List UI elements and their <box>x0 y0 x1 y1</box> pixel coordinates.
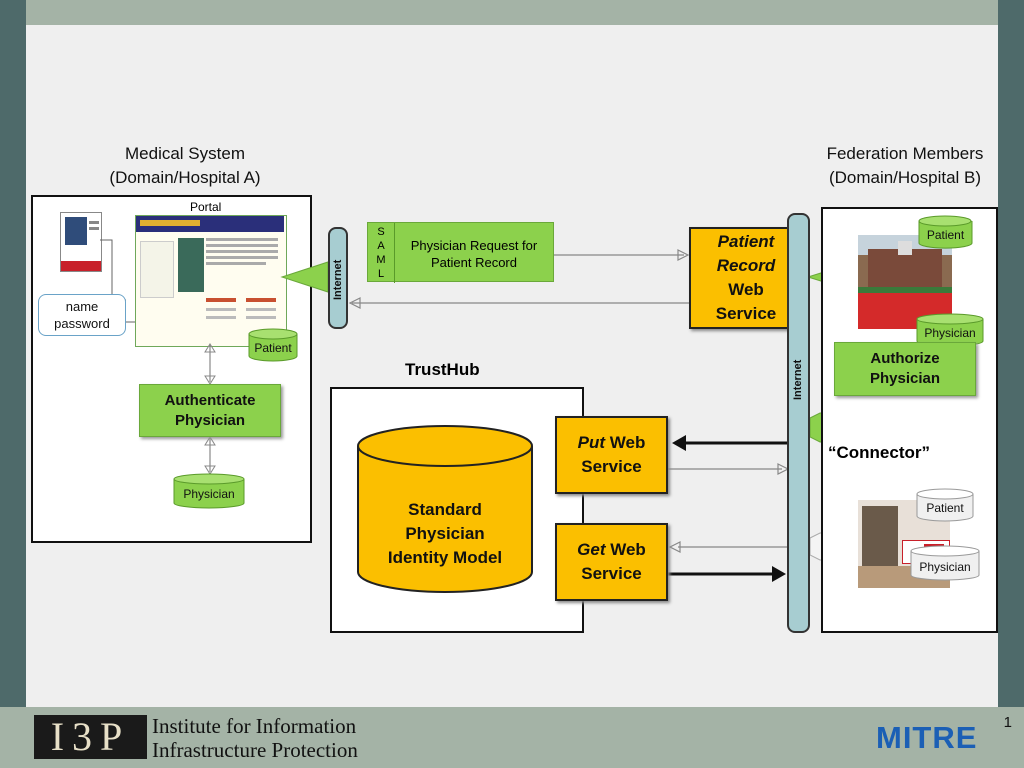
cylinder-icon <box>916 313 984 347</box>
patient-database-grey: Patient <box>916 488 974 522</box>
top-bar <box>26 0 998 25</box>
saml-stack: S A M L <box>368 223 395 283</box>
medical-system-title: Medical System (Domain/Hospital A) <box>109 144 261 187</box>
physician-database-right: Physician <box>916 313 984 347</box>
physician-database-grey: Physician <box>910 545 980 581</box>
i3p-org-name: Institute for Information Infrastructure… <box>152 714 358 762</box>
cylinder-icon <box>910 545 980 581</box>
cylinder-icon <box>916 488 974 522</box>
credentials-box[interactable]: name password <box>38 294 126 336</box>
portal-label: Portal <box>190 200 222 214</box>
internet-label-right: Internet <box>792 359 804 401</box>
mitre-logo: MITRE <box>876 720 978 755</box>
cylinder-icon <box>357 425 533 593</box>
patient-record-web-service: Patient Record Web Service <box>689 227 803 329</box>
patient-database-left: Patient <box>248 328 298 362</box>
connector-label: “Connector” <box>828 443 930 462</box>
cylinder-icon <box>173 473 245 509</box>
trusthub-title: TrustHub <box>405 360 480 379</box>
footer-bar <box>0 707 1024 768</box>
cylinder-icon <box>248 328 298 362</box>
physician-database-left: Physician <box>173 473 245 509</box>
internet-pipe-left <box>328 227 348 329</box>
patient-database-right: Patient <box>918 215 973 249</box>
internet-pipe-right <box>787 213 810 633</box>
get-web-service: Get Web Service <box>555 523 668 601</box>
federation-members-title: Federation Members (Domain/Hospital B) <box>826 144 984 187</box>
id-card-icon <box>60 212 102 272</box>
i3p-logo: I3P <box>34 715 147 759</box>
physician-request-box: S A M L Physician Request for Patient Re… <box>367 222 554 283</box>
standard-identity-model-database: Standard Physician Identity Model <box>356 424 534 594</box>
page-number: 1 <box>1003 714 1012 731</box>
cylinder-icon <box>918 215 973 249</box>
request-text: Physician Request for Patient Record <box>410 238 538 270</box>
internet-label-left: Internet <box>332 259 344 301</box>
portal-screenshot-image <box>135 215 287 347</box>
put-web-service: Put Web Service <box>555 416 668 494</box>
